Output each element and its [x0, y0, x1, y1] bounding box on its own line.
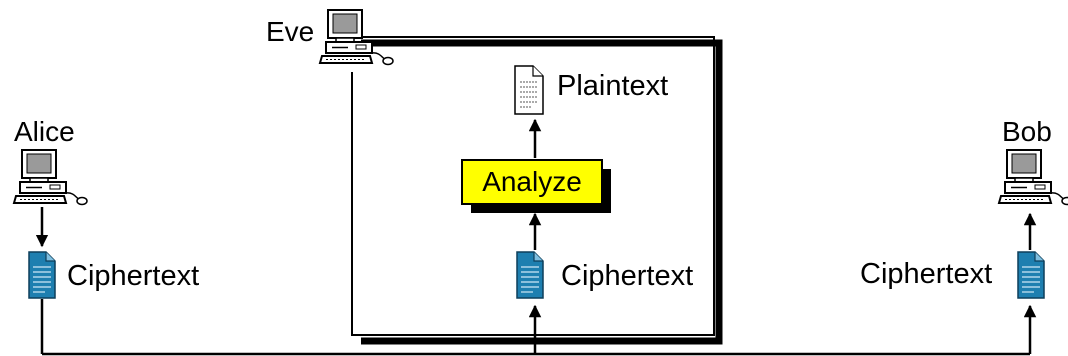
- alice-ciphertext-icon: [28, 251, 56, 299]
- alice-ciphertext-label: Ciphertext: [67, 260, 200, 292]
- plaintext-document-icon: [514, 65, 544, 115]
- plaintext-label: Plaintext: [557, 70, 669, 102]
- bob-ciphertext-icon: [1017, 251, 1045, 299]
- bob-ciphertext-label: Ciphertext: [860, 258, 993, 290]
- bob-label: Bob: [1002, 116, 1052, 147]
- eve-ciphertext-label: Ciphertext: [561, 260, 694, 292]
- bob-computer-icon: [998, 149, 1068, 206]
- analyze-box: [461, 159, 611, 213]
- eve-enclosure: [351, 36, 723, 345]
- alice-label: Alice: [14, 116, 75, 147]
- analyze-label: Analyze: [482, 166, 582, 197]
- eve-label: Eve: [266, 16, 315, 47]
- eve-ciphertext-icon: [516, 251, 544, 299]
- alice-computer-icon: [13, 149, 88, 206]
